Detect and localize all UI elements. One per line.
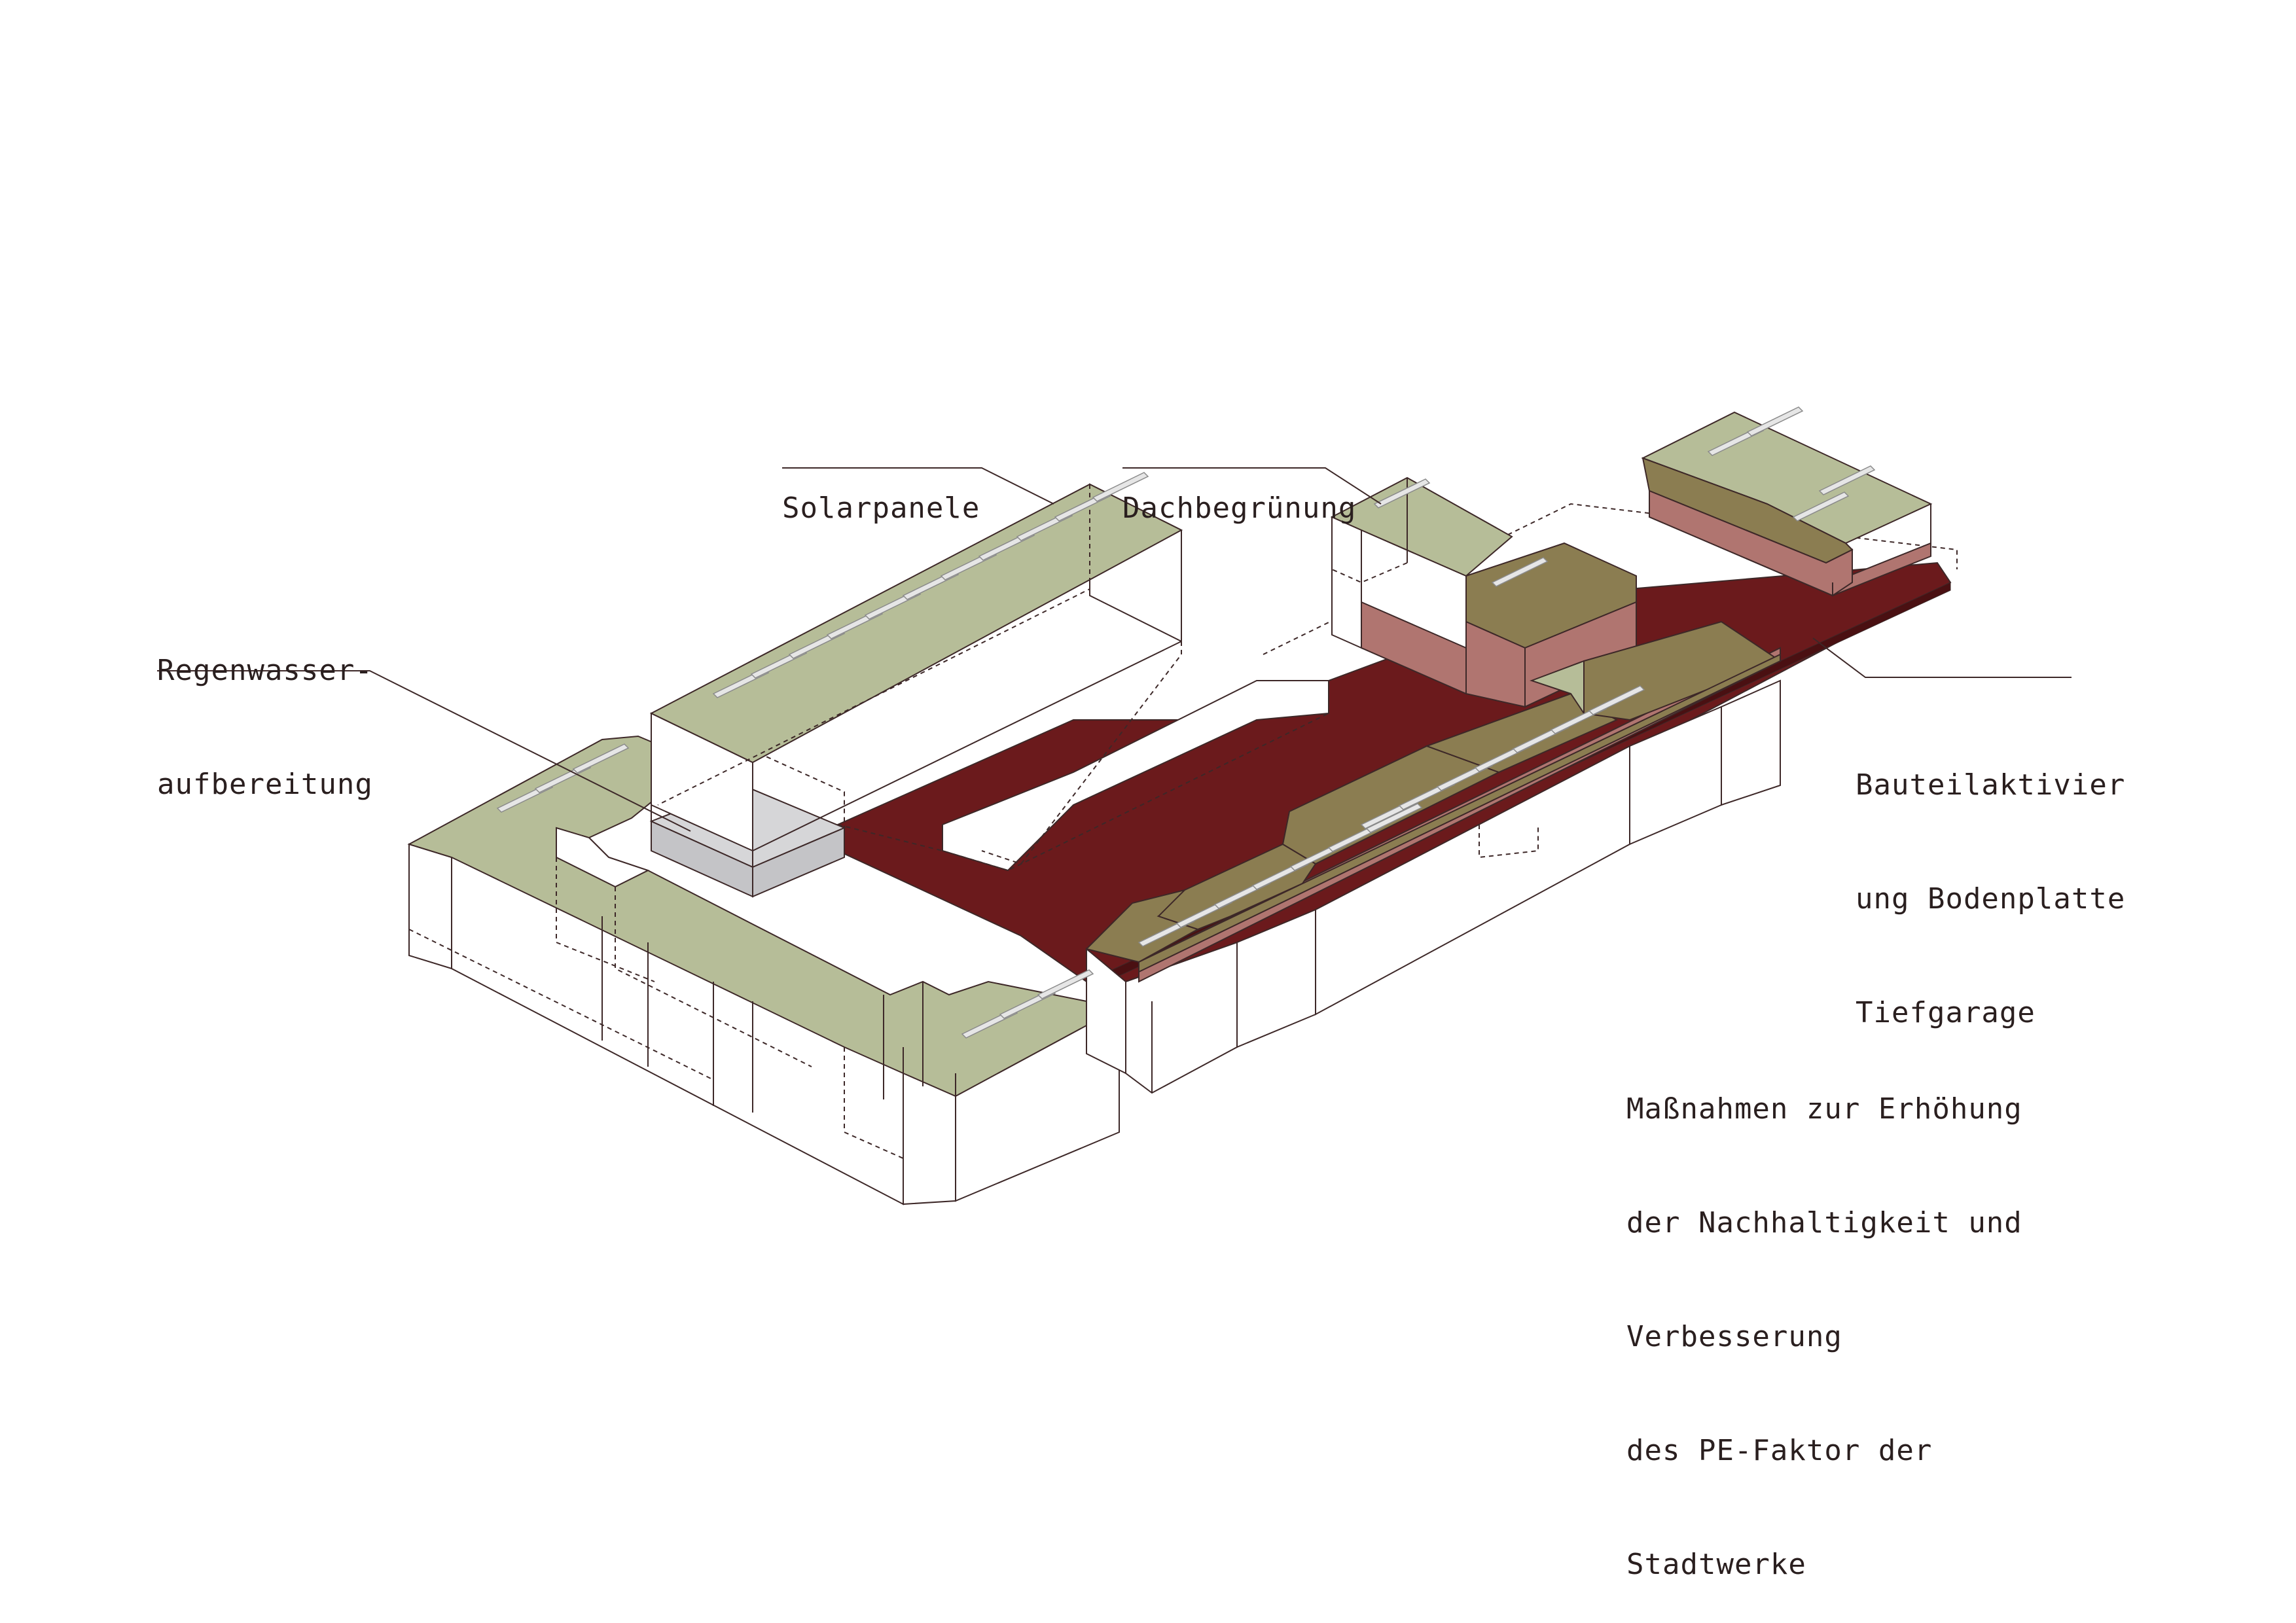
label-bauteil-line-1: Bauteilaktivier — [1856, 766, 2125, 804]
label-solarpanele-text: Solarpanele — [782, 490, 980, 527]
caption-line-3: Verbesserung — [1626, 1318, 2022, 1356]
label-regenwasser-line-2: aufbereitung — [157, 766, 373, 804]
far-block — [1643, 412, 1931, 596]
label-dachbegruenung: Dachbegrünung — [1122, 414, 1356, 565]
label-regenwasser: Regenwasser- aufbereitung — [157, 576, 373, 842]
label-bauteil-line-2: ung Bodenplatte — [1856, 880, 2125, 918]
label-dachbegruenung-text: Dachbegrünung — [1122, 490, 1356, 527]
caption-line-1: Maßnahmen zur Erhöhung — [1626, 1090, 2022, 1128]
label-solarpanele: Solarpanele — [782, 414, 980, 565]
caption-massnahmen: Maßnahmen zur Erhöhung der Nachhaltigkei… — [1626, 1014, 2022, 1622]
caption-line-5: Stadtwerke — [1626, 1546, 2022, 1584]
caption-line-2: der Nachhaltigkeit und — [1626, 1204, 2022, 1242]
leader-slab — [1813, 638, 2072, 677]
label-bauteilaktivierung: Bauteilaktivier ung Bodenplatte Tiefgara… — [1856, 690, 2125, 1070]
solar-panel-icon — [1038, 970, 1093, 999]
label-regenwasser-line-1: Regenwasser- — [157, 652, 373, 690]
caption-line-4: des PE-Faktor der — [1626, 1432, 2022, 1470]
left-wing-wall-front — [409, 844, 452, 969]
